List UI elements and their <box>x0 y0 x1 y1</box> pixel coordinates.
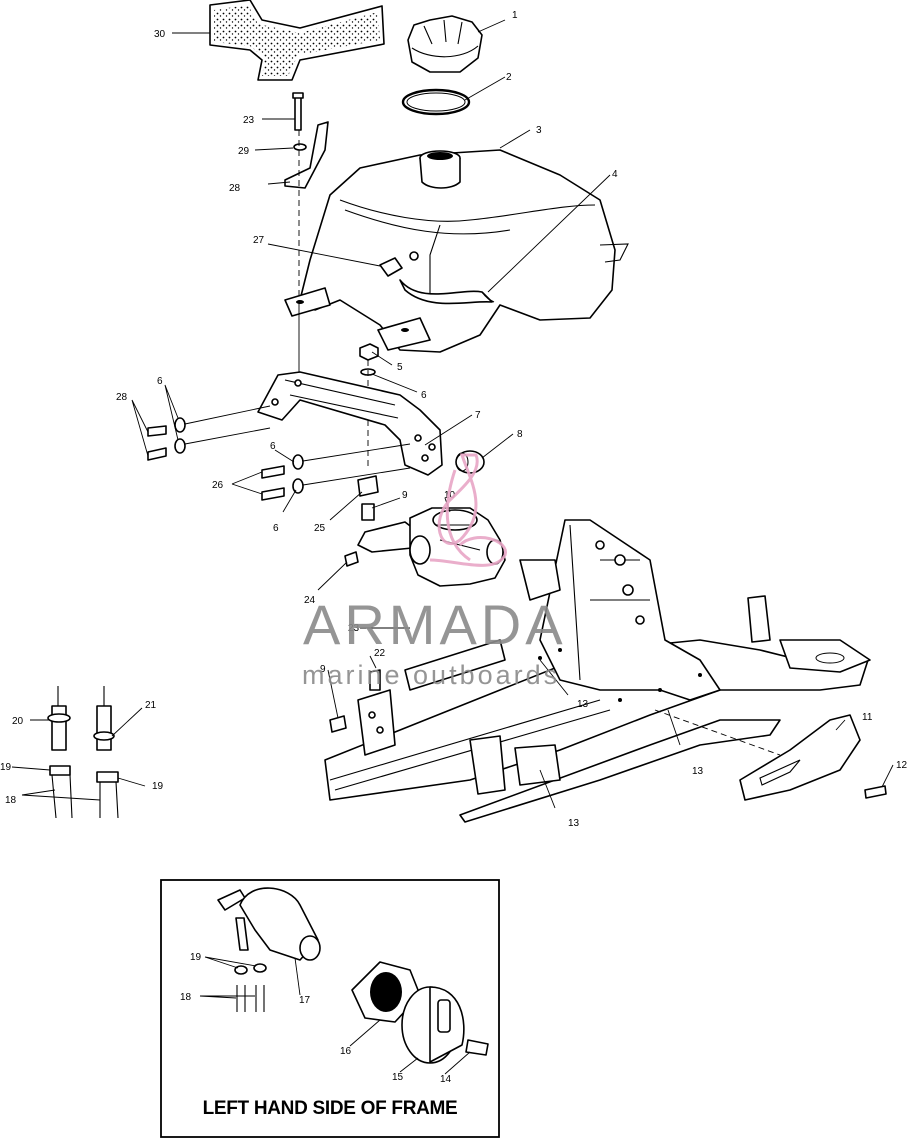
callout-18b: 18 <box>180 992 192 1003</box>
callout-28a: 28 <box>116 392 128 403</box>
callout-13b: 13 <box>692 766 704 777</box>
callout-13a: 13 <box>577 699 589 710</box>
tank-bracket-part <box>257 371 443 476</box>
callout-23b: 23 <box>348 623 360 634</box>
callout-14: 14 <box>440 1074 452 1085</box>
callout-6c: 6 <box>270 441 276 452</box>
callout-9a: 9 <box>402 490 408 501</box>
callout-16: 16 <box>340 1046 352 1057</box>
main-frame-part <box>324 519 871 823</box>
grommet-bolt-part <box>344 475 379 567</box>
callout-6b: 6 <box>421 390 427 401</box>
callout-8: 8 <box>517 429 523 440</box>
carburetor-part <box>357 507 506 587</box>
callout-9b: 9 <box>320 664 326 675</box>
armada-watermark: ARMADA marine outboards <box>302 453 567 690</box>
callout-26: 26 <box>212 480 224 491</box>
fuel-lines-left <box>47 686 119 819</box>
callout-20: 20 <box>12 716 24 727</box>
callout-5: 5 <box>397 362 403 373</box>
callout-24: 24 <box>304 595 316 606</box>
vent-hose-part <box>399 279 493 305</box>
callout-25: 25 <box>314 523 326 534</box>
armada-flower-logo <box>429 453 507 567</box>
watermark-name: ARMADA <box>303 593 567 656</box>
fuel-tank-part <box>284 149 629 353</box>
callout-23a: 23 <box>243 115 255 126</box>
callout-18a: 18 <box>5 795 17 806</box>
fitting-part <box>379 251 419 277</box>
callout-15: 15 <box>392 1072 404 1083</box>
callout-13c: 13 <box>568 818 580 829</box>
callout-3: 3 <box>536 125 542 136</box>
callout-19c: 19 <box>190 952 202 963</box>
o-ring-part <box>401 88 471 116</box>
inset-panel <box>160 879 500 1138</box>
callout-7: 7 <box>475 410 481 421</box>
callout-11: 11 <box>862 712 873 723</box>
callout-29: 29 <box>238 146 250 157</box>
callout-6d: 6 <box>273 523 279 534</box>
callout-6a: 6 <box>157 376 163 387</box>
callout-28b: 28 <box>229 183 241 194</box>
callout-27: 27 <box>253 235 265 246</box>
guard-plate-part <box>654 709 861 801</box>
watermark-subtitle: marine outboards <box>302 660 560 690</box>
callout-21: 21 <box>145 700 157 711</box>
callout-19b: 19 <box>152 781 164 792</box>
leader-lines <box>11 19 894 1075</box>
callout-30: 30 <box>154 29 166 40</box>
inset-title: LEFT HAND SIDE OF FRAME <box>203 1098 458 1119</box>
callout-labels: 1 2 3 4 5 6 6 6 6 6 7 8 9 9 10 11 12 13 … <box>0 10 907 1119</box>
fuel-cap-part <box>407 15 483 73</box>
callout-12: 12 <box>896 760 907 771</box>
callout-2: 2 <box>506 72 512 83</box>
screw-part <box>864 785 887 799</box>
bolts-left-pair <box>147 405 411 501</box>
callout-1: 1 <box>512 10 518 21</box>
callout-4: 4 <box>612 169 618 180</box>
callout-17: 17 <box>299 995 311 1006</box>
foam-pad-part <box>209 0 385 81</box>
callout-22: 22 <box>374 648 386 659</box>
callout-19a: 19 <box>0 762 12 773</box>
